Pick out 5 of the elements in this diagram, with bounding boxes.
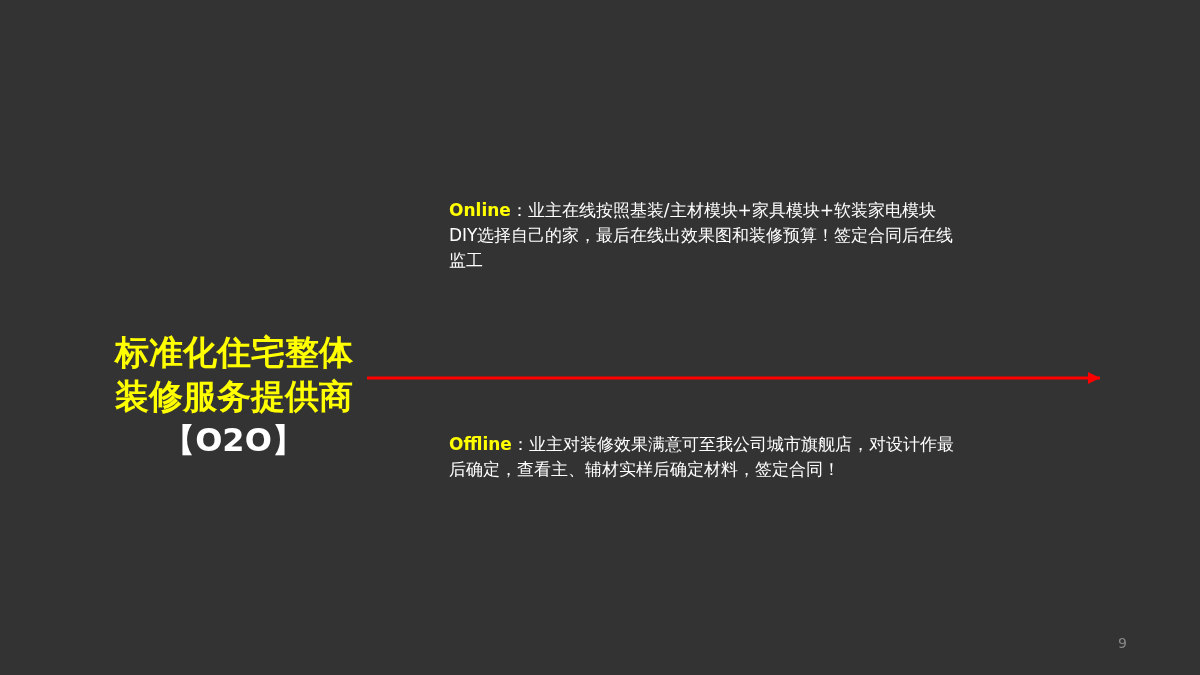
subheading-text: 【O2O】 [162,420,305,461]
description-text: Online：业主在线按照基装/主材模块+家具模块+软装家电模块DIY选择自己的家，最后在线出效果图和装修预算！签定合同后在线监工 [449,199,955,272]
description-text: Offline：业主对装修效果满意可至我公司城市旗舰店，对设计作最后确定，查看主、辅材实样后确定材料，签定合同！ [449,433,955,481]
page-number: 9 [1118,635,1127,651]
heading-text: 标准化住宅整体装修服务提供商 [113,331,354,418]
